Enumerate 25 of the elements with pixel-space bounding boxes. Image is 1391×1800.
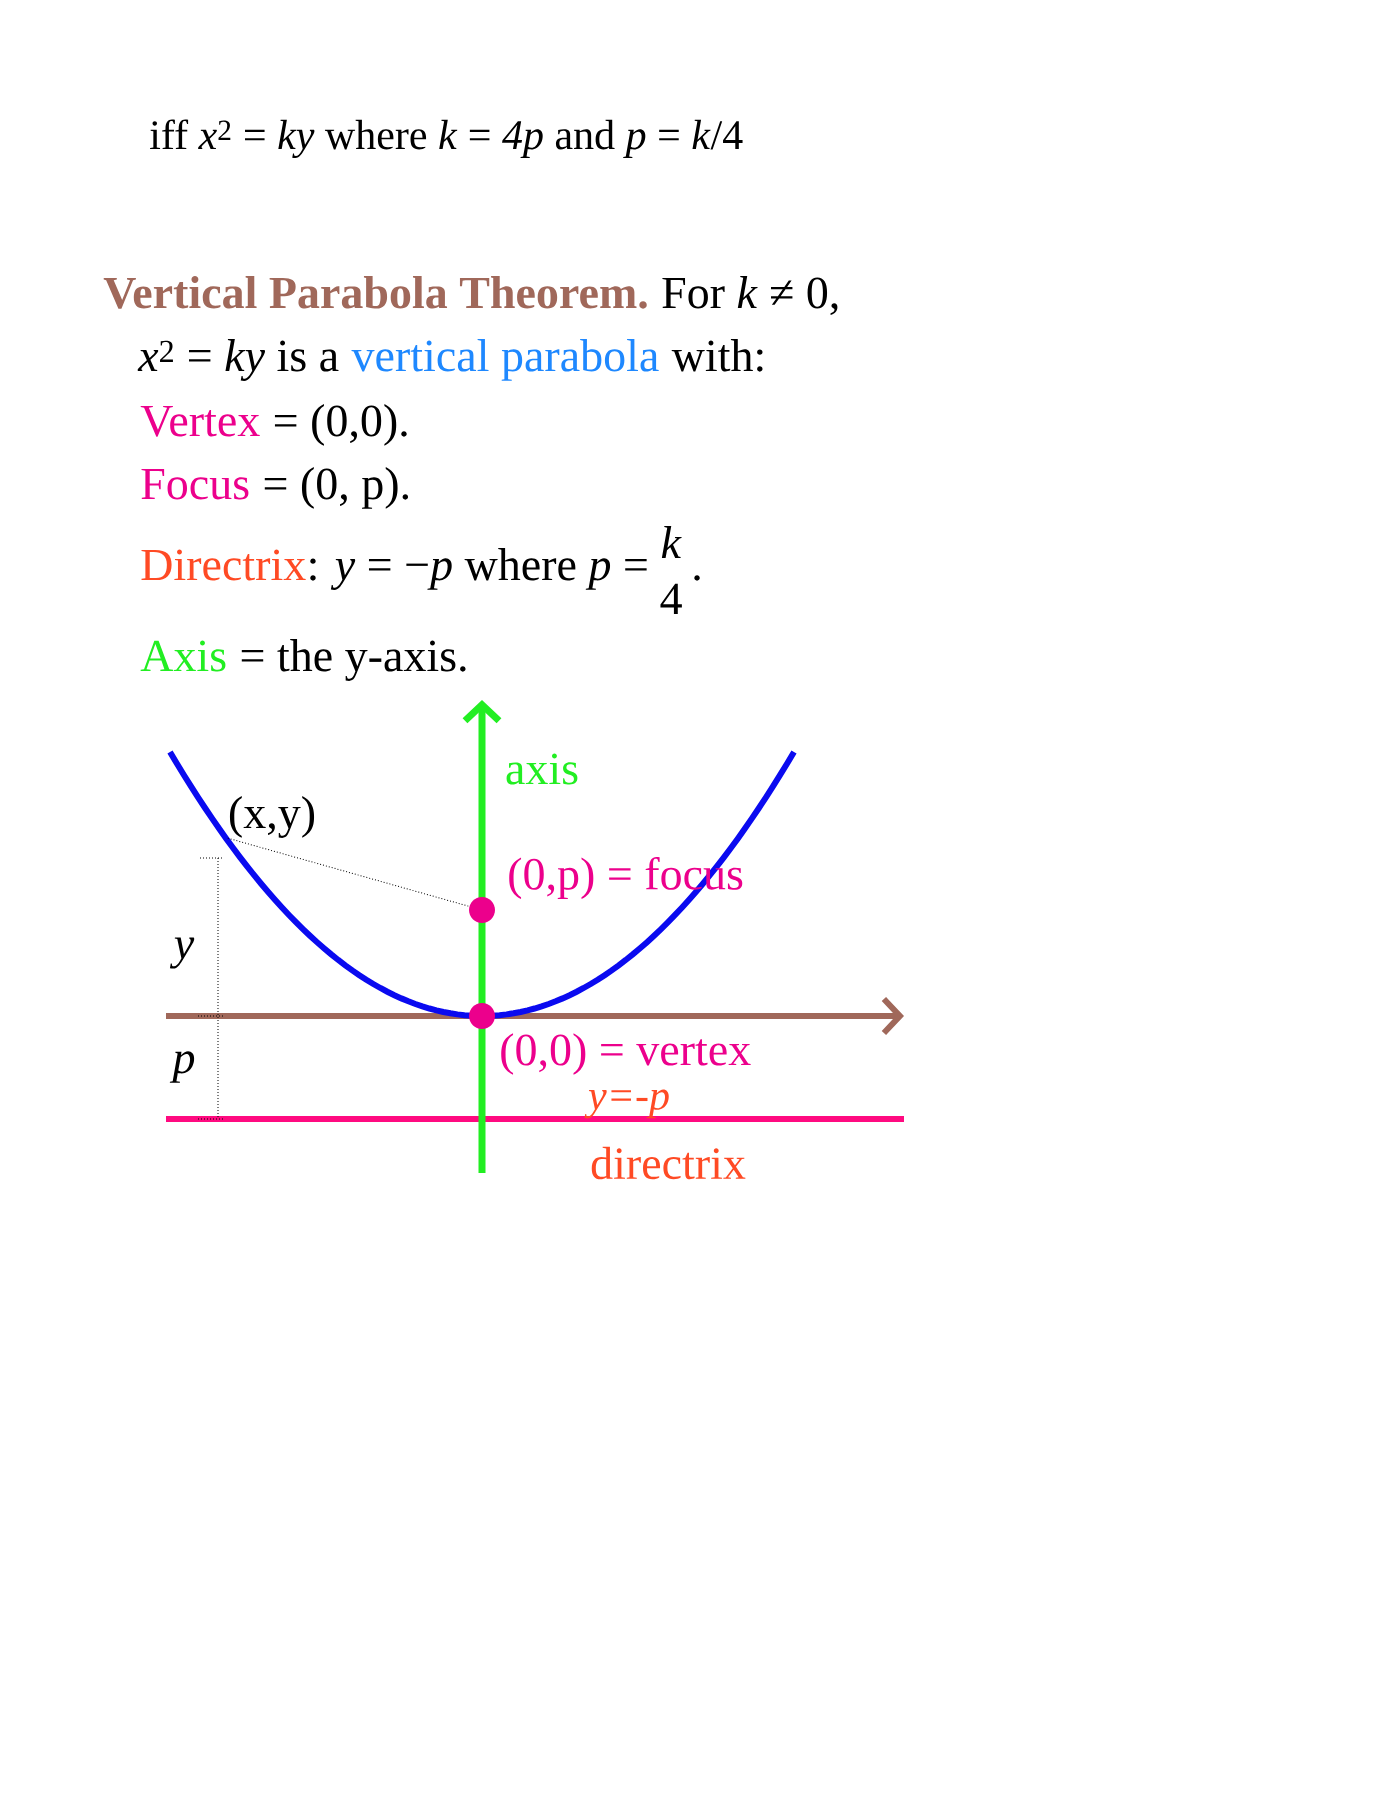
point-label: (x,y) bbox=[229, 796, 315, 838]
text-line: . bbox=[694, 575, 700, 581]
text-line: with: bbox=[671, 339, 763, 372]
text-line: For k ≠ 0, bbox=[662, 276, 838, 316]
text-line: : y = −p where p = bbox=[310, 548, 647, 590]
fraction-numerator: k bbox=[661, 526, 682, 558]
text-line: Axis bbox=[140, 640, 226, 672]
dimension-label: y bbox=[169, 937, 195, 969]
dotted-line bbox=[227, 837, 470, 907]
dimension-label: p bbox=[169, 1051, 195, 1083]
text-line: = (0, p). bbox=[264, 467, 409, 509]
point-label: (0,0) = vertex bbox=[501, 1033, 751, 1075]
text-line: = the y-axis. bbox=[241, 639, 466, 681]
text-line: = (0,0). bbox=[274, 404, 407, 446]
directrix-label: y=-p bbox=[584, 1089, 669, 1119]
text-line: Directrix bbox=[141, 549, 306, 581]
heading: Vertical Parabola Theorem. bbox=[103, 276, 647, 309]
text-line: Focus bbox=[141, 468, 249, 500]
text-line: vertical parabola bbox=[351, 339, 659, 381]
text-line: iff x$^{2}$ = ky where k = 4p and p = k/4 bbox=[150, 119, 743, 159]
fraction-denominator: 4 bbox=[660, 583, 682, 614]
text-line: x$^{2}$ = ky is a bbox=[137, 339, 339, 381]
text-line: Vertex bbox=[140, 405, 260, 437]
directrix-label: directrix bbox=[591, 1146, 746, 1180]
axis-label: axis bbox=[506, 753, 578, 785]
